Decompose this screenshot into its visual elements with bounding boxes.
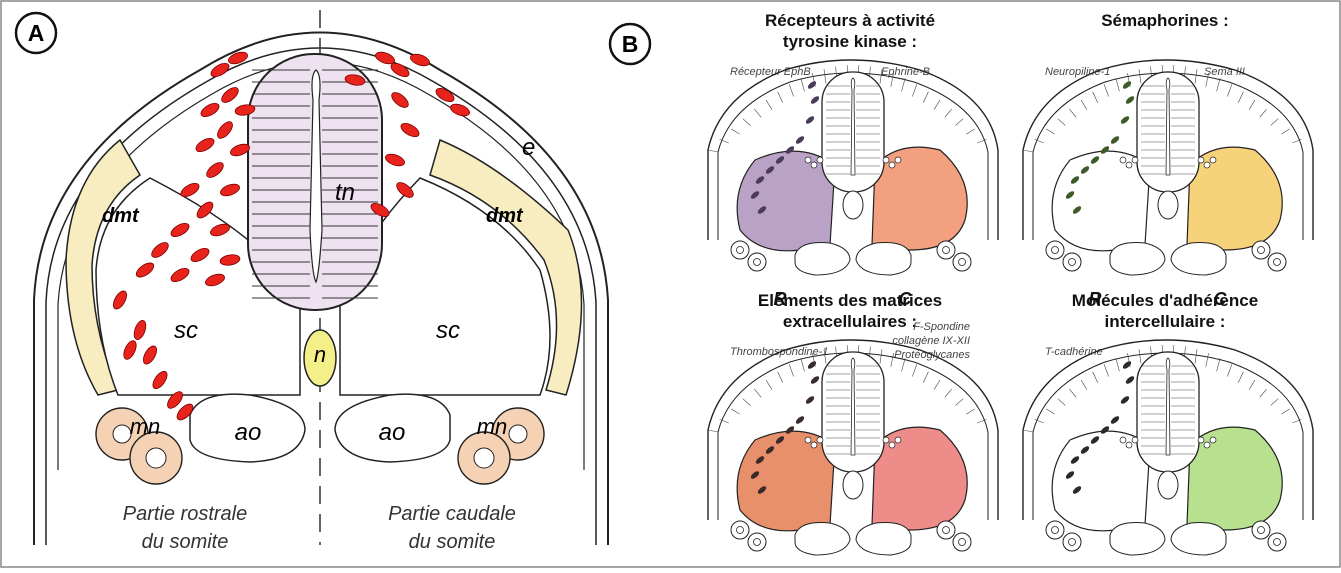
right-molecule-label: collagène IX-XII <box>892 335 970 347</box>
rostral-sclerotome <box>1052 151 1150 251</box>
caption-right-line1: Partie caudale <box>388 503 516 525</box>
neural-tube <box>248 54 382 310</box>
label-dmt-right: dmt <box>486 205 524 227</box>
label-tn: tn <box>335 179 355 206</box>
label-mn-right: mn <box>477 414 508 439</box>
caption-left-line2: du somite <box>142 531 229 553</box>
label-dmt-left: dmt <box>102 205 140 227</box>
rostral-sclerotome <box>737 151 835 251</box>
label-sc-right: sc <box>436 317 460 344</box>
left-molecule-label: Neuropiline-1 <box>1045 66 1110 78</box>
subpanel-title-line: extracellulaires : <box>783 312 917 331</box>
subpanel-title-line: intercellulaire : <box>1105 312 1226 331</box>
rostral-sclerotome <box>737 431 835 531</box>
label-e: e <box>522 134 535 161</box>
panel-b-badge: B <box>610 24 650 64</box>
panel-a-badge-letter: A <box>28 20 45 46</box>
subpanel-title-line: Sémaphorines : <box>1101 11 1229 30</box>
label-mn-left: mn <box>130 414 161 439</box>
label-n: n <box>314 342 326 367</box>
right-molecule-label: F-Spondine <box>913 321 970 333</box>
caption-right-line2: du somite <box>409 531 496 553</box>
subpanel-title-line: tyrosine kinase : <box>783 32 917 51</box>
rostral-sclerotome <box>1052 431 1150 531</box>
label-ao-left: ao <box>235 419 262 446</box>
panel-b-badge-letter: B <box>622 31 639 57</box>
label-ao-right: ao <box>379 419 406 446</box>
panel-a-badge: A <box>16 13 56 53</box>
subpanel-title-line: Récepteurs à activité <box>765 11 935 30</box>
subpanel-title-line: Molécules d'adhérence <box>1072 291 1258 310</box>
label-sc-left: sc <box>174 317 198 344</box>
subpanel-title-line: Eléments des matrices <box>758 291 942 310</box>
caption-left-line1: Partie rostrale <box>123 503 248 525</box>
